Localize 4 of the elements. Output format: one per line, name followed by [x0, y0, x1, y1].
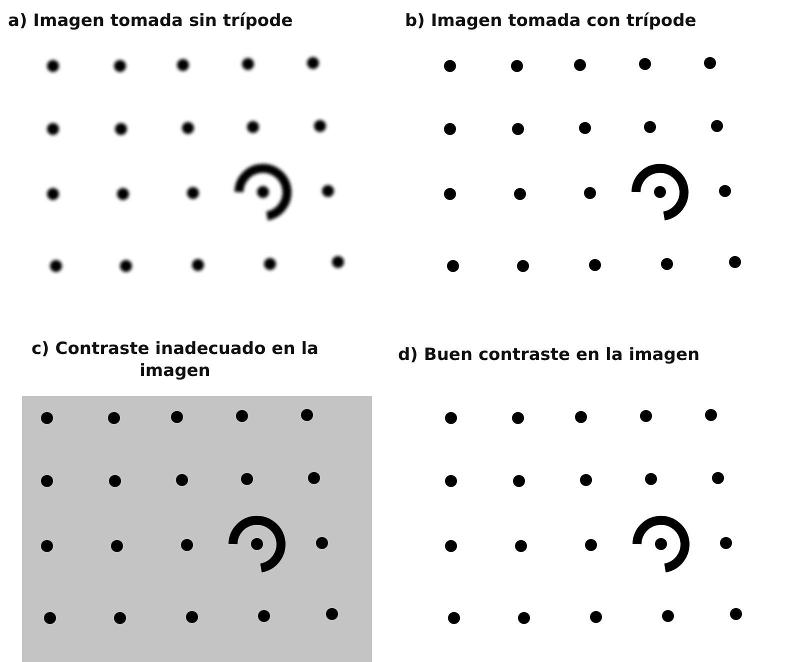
- panel-heading: a) Imagen tomada sin trípode: [8, 10, 294, 32]
- panel-heading: c) Contraste inadecuado en la imagen: [30, 338, 320, 382]
- panel-heading: b) Imagen tomada con trípode: [405, 10, 698, 32]
- panel-heading: d) Buen contraste en la imagen: [398, 344, 701, 366]
